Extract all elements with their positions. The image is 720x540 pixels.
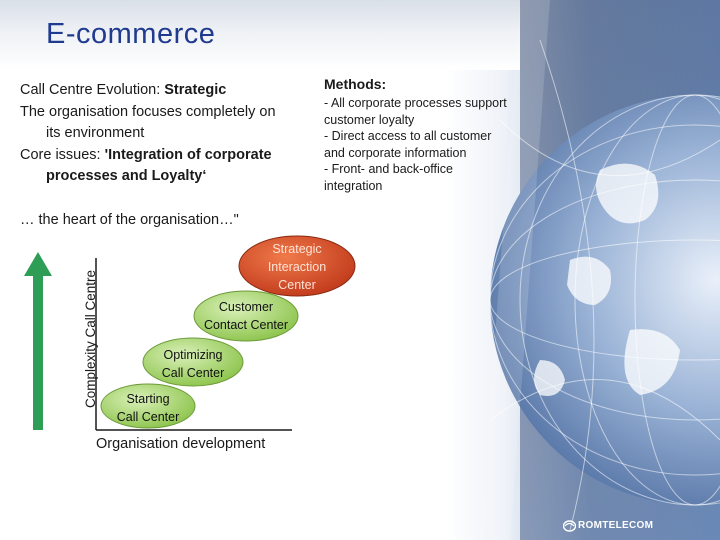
intro-line-4-prefix: Core issues: (20, 147, 105, 163)
stage-label-line: Interaction (267, 260, 327, 274)
stage-node (100, 383, 196, 429)
stage-label-line: Contact Center (203, 318, 289, 332)
methods-line: customer loyalty (324, 112, 415, 127)
methods-list: - All corporate processes support custom… (324, 95, 507, 194)
methods-line: - Direct access to all customer (324, 129, 492, 143)
stage-label-line: Customer (218, 300, 274, 314)
methods-line: - Front- and back-office (324, 162, 453, 176)
intro-line-4-bold: 'Integration of corporate (104, 147, 272, 163)
methods-line: and corporate information (324, 145, 467, 160)
stage-label-line: Center (278, 278, 316, 292)
stage-label-line: Call Center (161, 366, 225, 380)
intro-line-1: Call Centre Evolution: Strategic (20, 80, 226, 101)
slide-title: E-commerce (46, 18, 216, 50)
intro-line-3: its environment (46, 125, 145, 141)
stage-label-line: Optimizing (163, 348, 223, 362)
stage-label-line: Strategic (272, 242, 322, 256)
stage-node (193, 290, 299, 342)
intro-line-2: The organisation focuses completely on (20, 104, 276, 120)
stage-label: Customer Contact Center (196, 298, 296, 334)
stage-node (142, 337, 244, 387)
globe-image (480, 0, 720, 540)
intro-line-4: Core issues: 'Integration of corporate (20, 145, 272, 166)
stage-node-highlight (238, 235, 356, 297)
romtelecom-logo-icon (563, 520, 576, 532)
methods-line: - All corporate processes support (324, 96, 507, 110)
y-axis-arrow (24, 252, 52, 430)
intro-line-1-prefix: Call Centre Evolution: (20, 82, 165, 98)
methods-heading: Methods: (324, 76, 387, 92)
y-axis-label: Complexity Call Centre (83, 269, 98, 409)
intro-line-1-bold: Strategic (164, 82, 227, 98)
brand-logo-text: ROMTELECOM (578, 520, 654, 531)
stage-label: Optimizing Call Center (148, 346, 238, 382)
stage-label: Starting Call Center (106, 390, 190, 426)
stage-label-line: Starting (126, 392, 170, 406)
stage-label-highlight: Strategic Interaction Center (248, 240, 346, 294)
heart-caption: … the heart of the organisation…" (20, 212, 239, 228)
header-fade (0, 0, 520, 70)
methods-line: integration (324, 178, 383, 193)
intro-line-5: processes and Loyalty‘ (46, 168, 207, 184)
stage-label-line: Call Center (116, 410, 180, 424)
x-axis-label: Organisation development (96, 436, 266, 452)
